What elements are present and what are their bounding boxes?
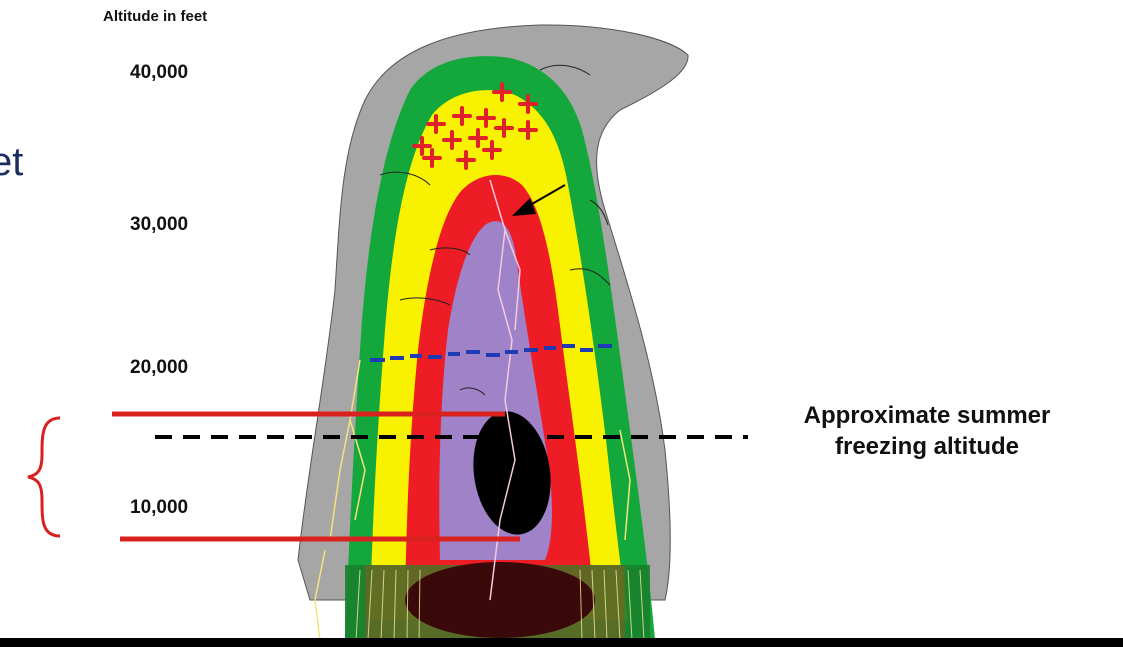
altitude-tick-40000: 40,000 xyxy=(130,62,188,84)
axis-title: Altitude in feet xyxy=(103,8,207,25)
freezing-label-line2: freezing altitude xyxy=(757,431,1097,462)
rain-shaft xyxy=(345,562,650,640)
freezing-label-line1: Approximate summer xyxy=(757,400,1097,431)
partial-heading-text: et xyxy=(0,140,23,185)
altitude-tick-20000: 20,000 xyxy=(130,357,188,379)
altitude-tick-10000: 10,000 xyxy=(130,497,188,519)
freezing-altitude-label: Approximate summer freezing altitude xyxy=(757,400,1097,462)
curly-bracket xyxy=(28,418,60,536)
ground-line xyxy=(0,638,1123,647)
altitude-tick-30000: 30,000 xyxy=(130,214,188,236)
